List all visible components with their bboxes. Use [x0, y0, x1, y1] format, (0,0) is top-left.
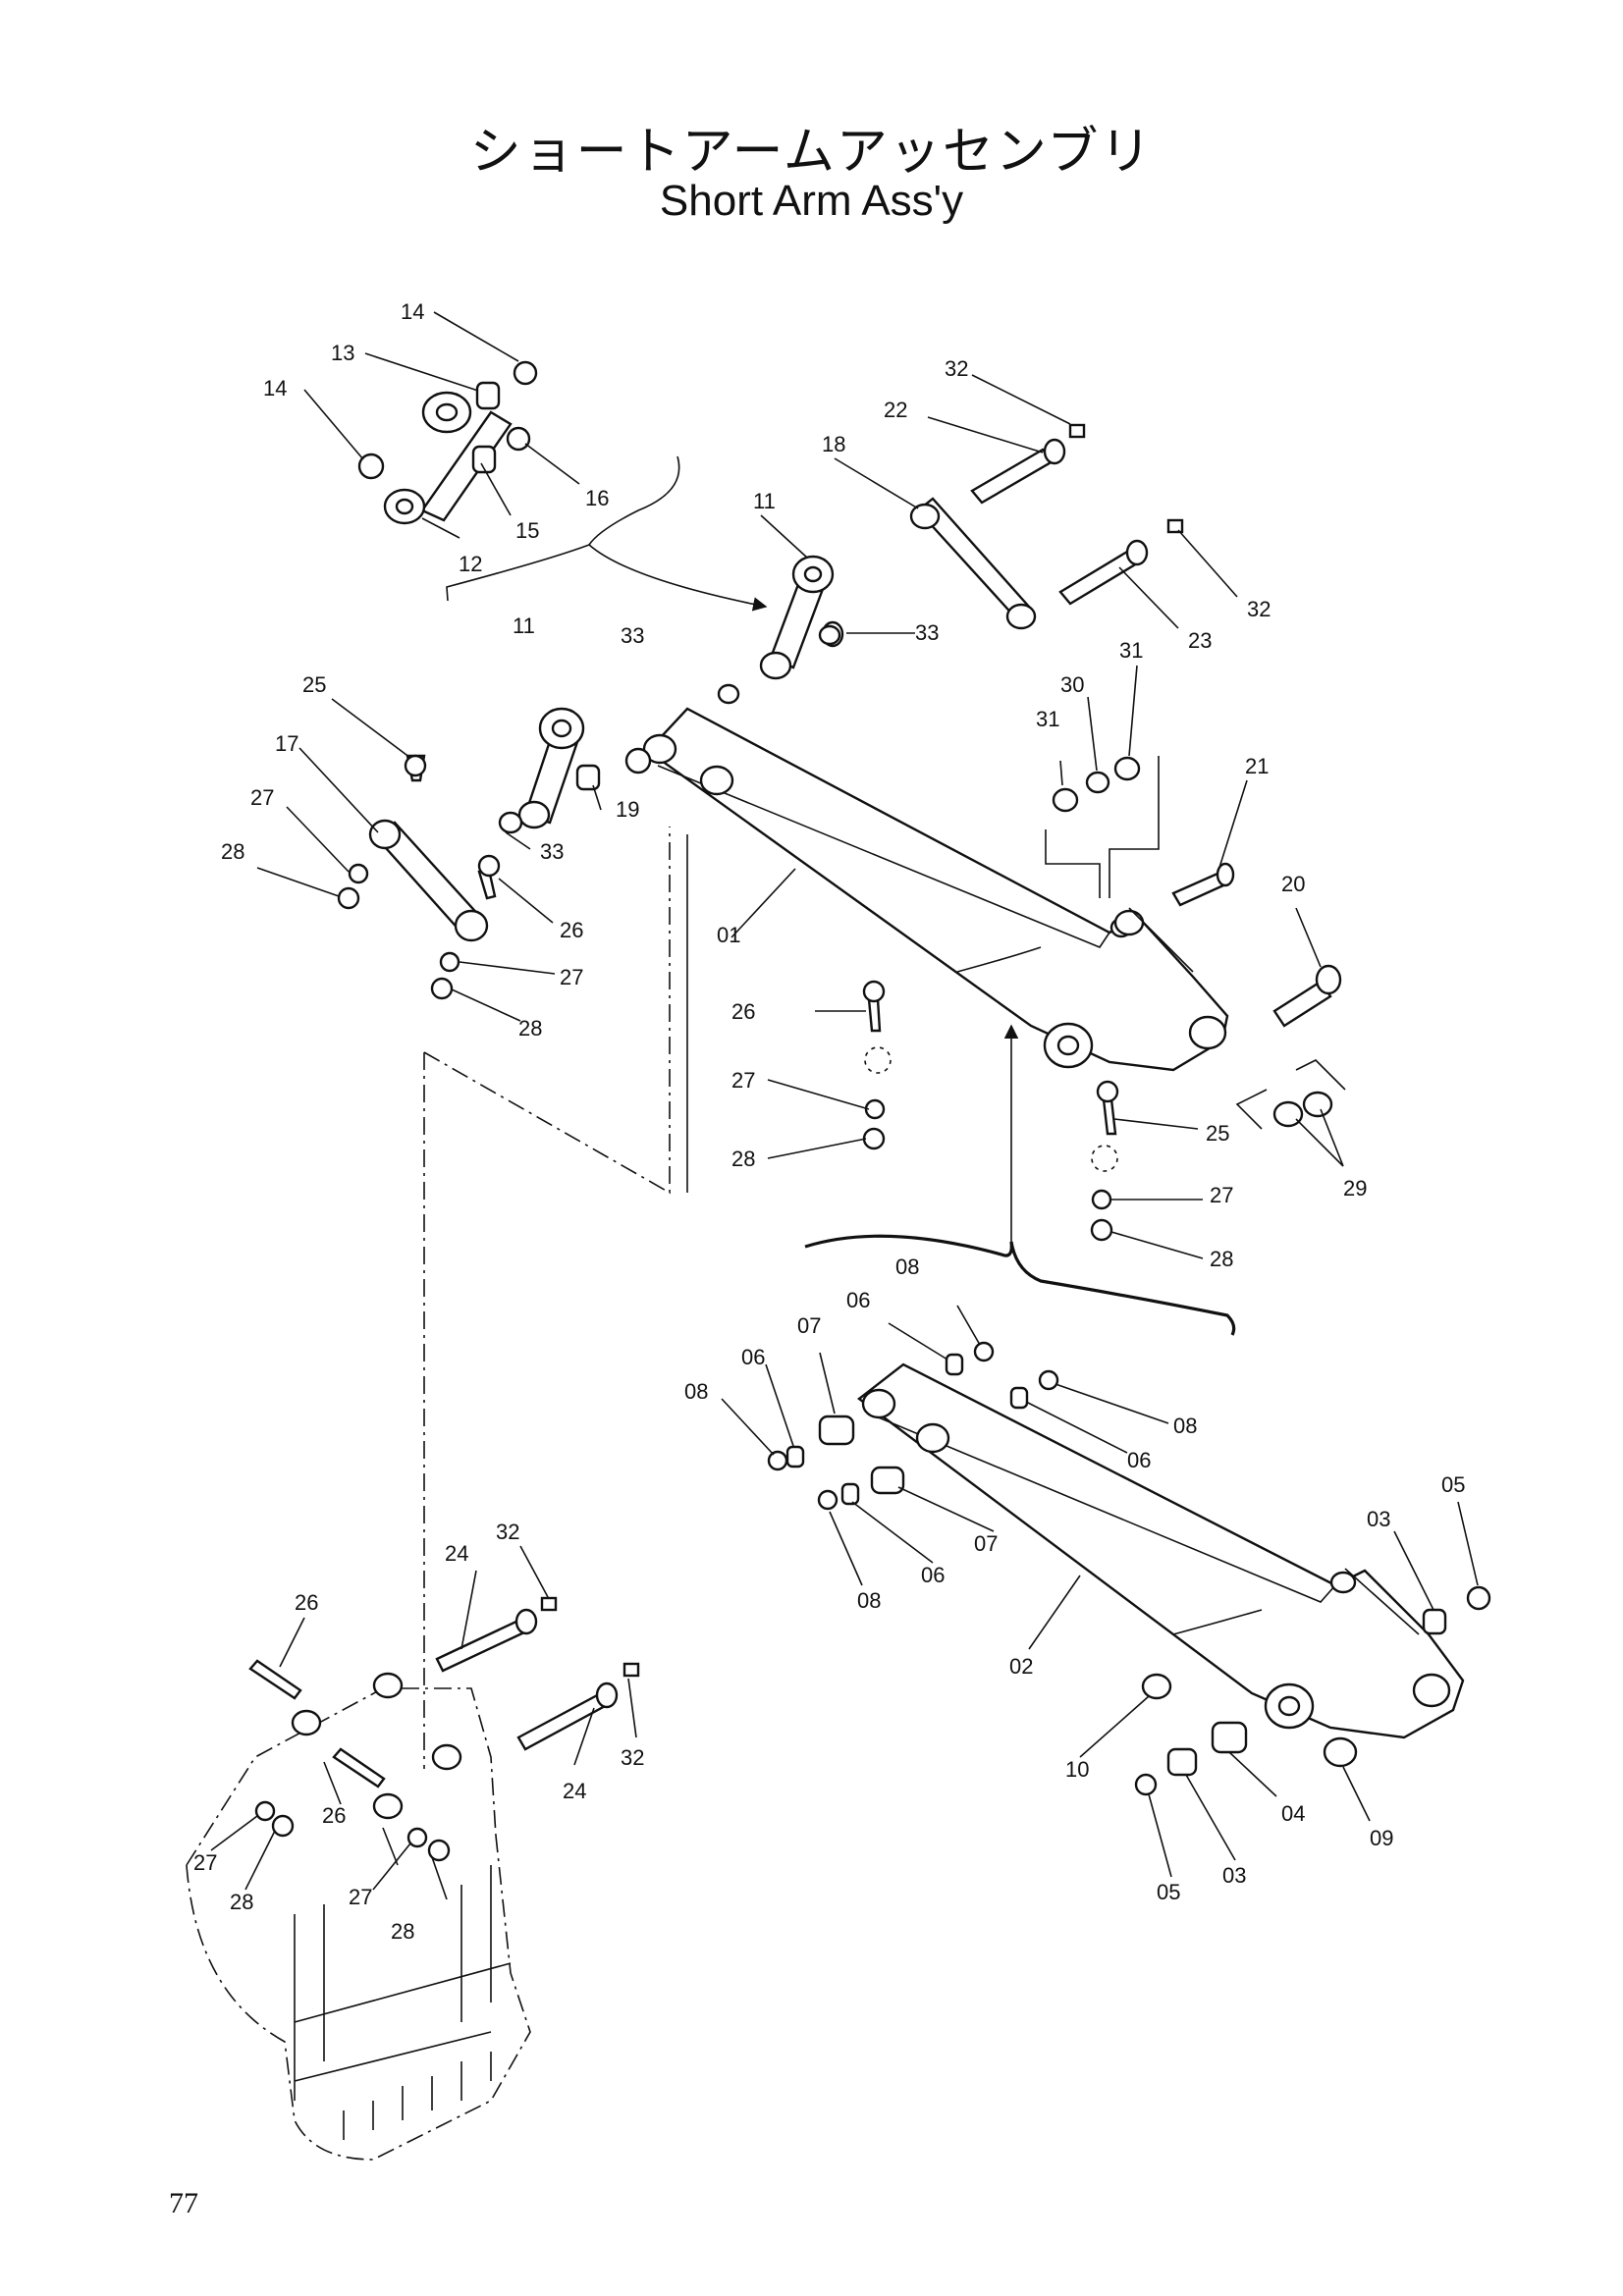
- callout-22: 22: [884, 398, 907, 422]
- callout-09: 09: [1370, 1826, 1393, 1850]
- callout-17: 17: [275, 731, 298, 756]
- callout-05: 05: [1441, 1472, 1465, 1497]
- callout-12: 12: [459, 552, 482, 576]
- page-title-japanese: ショートアームアッセンブリ: [469, 123, 1154, 182]
- callout-27: 27: [560, 965, 583, 989]
- callout-10: 10: [1065, 1757, 1089, 1782]
- pin-23: [1058, 518, 1184, 606]
- callout-28: 28: [230, 1890, 253, 1914]
- callout-15: 15: [515, 518, 539, 543]
- callout-07: 07: [974, 1531, 998, 1556]
- callout-16: 16: [585, 486, 609, 510]
- callout-18: 18: [822, 432, 845, 456]
- link-11-upper: [759, 555, 844, 680]
- callout-28: 28: [518, 1016, 542, 1041]
- callout-21: 21: [1245, 754, 1269, 778]
- callout-08: 08: [684, 1379, 708, 1404]
- callout-27: 27: [193, 1850, 217, 1875]
- callout-33: 33: [540, 839, 564, 864]
- callout-26: 26: [560, 918, 583, 942]
- callout-32: 32: [945, 356, 968, 381]
- callout-06: 06: [846, 1288, 870, 1312]
- link-18: [909, 497, 1037, 630]
- callout-14: 14: [401, 299, 424, 324]
- callout-06: 06: [921, 1563, 945, 1587]
- callout-26: 26: [731, 999, 755, 1024]
- arm-01: [642, 707, 1229, 1072]
- callout-27: 27: [1210, 1183, 1233, 1207]
- callout-30: 30: [1060, 672, 1084, 697]
- page-number: 77: [169, 2187, 198, 2219]
- link-11-lower: [517, 707, 601, 829]
- callout-08: 08: [895, 1255, 919, 1279]
- callout-11: 11: [753, 489, 776, 513]
- callout-29: 29: [1343, 1176, 1367, 1201]
- callout-27: 27: [250, 785, 274, 810]
- link-17: [337, 754, 501, 1000]
- callout-27: 27: [731, 1068, 755, 1093]
- callout-08: 08: [857, 1588, 881, 1613]
- callout-11: 11: [513, 614, 535, 638]
- callout-14: 14: [263, 376, 287, 400]
- callout-06: 06: [1127, 1448, 1151, 1472]
- callout-26: 26: [322, 1803, 346, 1828]
- callout-08: 08: [1173, 1414, 1197, 1438]
- callout-24: 24: [445, 1541, 468, 1566]
- page-title-english: Short Arm Ass'y: [659, 177, 964, 225]
- callout-32: 32: [1247, 597, 1271, 621]
- arm-02: [857, 1362, 1465, 1739]
- callout-28: 28: [391, 1919, 414, 1944]
- callout-03: 03: [1222, 1863, 1246, 1888]
- callout-01: 01: [717, 923, 740, 947]
- callout-32: 32: [621, 1745, 644, 1770]
- callout-26: 26: [295, 1590, 318, 1615]
- callout-labels: 14 13 14 16 15 12 32 22 18 11 33 32 23 1…: [193, 299, 1465, 1944]
- callout-02: 02: [1009, 1654, 1033, 1679]
- callout-07: 07: [797, 1313, 821, 1338]
- callout-33: 33: [621, 623, 644, 648]
- callout-23: 23: [1188, 628, 1212, 653]
- callout-25: 25: [1206, 1121, 1229, 1146]
- callout-28: 28: [731, 1147, 755, 1171]
- callout-04: 04: [1281, 1801, 1305, 1826]
- callout-13: 13: [331, 341, 354, 365]
- callout-06: 06: [741, 1345, 765, 1369]
- callout-32: 32: [496, 1520, 519, 1544]
- callout-31: 31: [1036, 707, 1059, 731]
- pin-22: [970, 423, 1086, 505]
- callout-25: 25: [302, 672, 326, 697]
- callout-28: 28: [1210, 1247, 1233, 1271]
- callout-03: 03: [1367, 1507, 1390, 1531]
- callout-27: 27: [349, 1885, 372, 1909]
- callout-33: 33: [915, 620, 939, 645]
- callout-28: 28: [221, 839, 244, 864]
- bucket: [186, 1659, 531, 2161]
- link-12-assembly: [357, 360, 538, 525]
- callout-05: 05: [1157, 1880, 1180, 1904]
- callout-24: 24: [563, 1779, 586, 1803]
- callout-31: 31: [1119, 638, 1143, 663]
- leader-lines: [210, 311, 1479, 1900]
- callout-20: 20: [1281, 872, 1305, 896]
- callout-19: 19: [616, 797, 639, 822]
